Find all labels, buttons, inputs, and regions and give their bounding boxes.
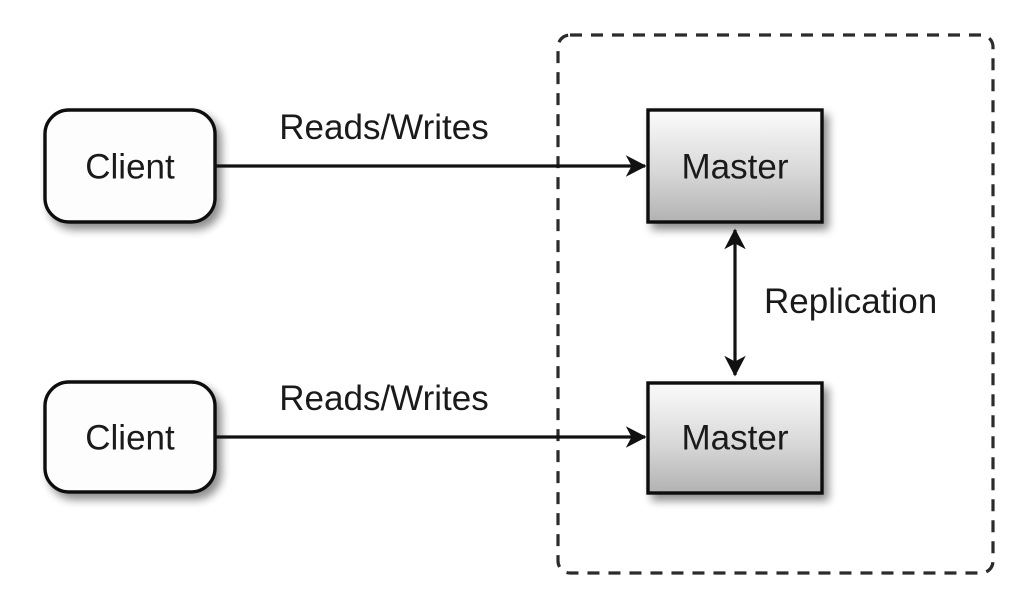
master-bottom-shape <box>646 381 824 495</box>
master-bottom-label: Master <box>682 419 789 458</box>
node-master-top[interactable] <box>646 108 824 224</box>
client-top-label: Client <box>85 148 175 187</box>
master-top-shape <box>646 108 824 224</box>
edge-label-reads-writes-bottom: Reads/Writes <box>279 379 488 418</box>
edge-label-reads-writes-top: Reads/Writes <box>279 108 488 147</box>
node-master-bottom[interactable] <box>646 381 824 495</box>
master-top-label: Master <box>682 148 789 187</box>
client-bottom-label: Client <box>85 419 175 458</box>
edge-label-replication: Replication <box>764 282 937 321</box>
replication-group-boundary <box>556 33 995 575</box>
